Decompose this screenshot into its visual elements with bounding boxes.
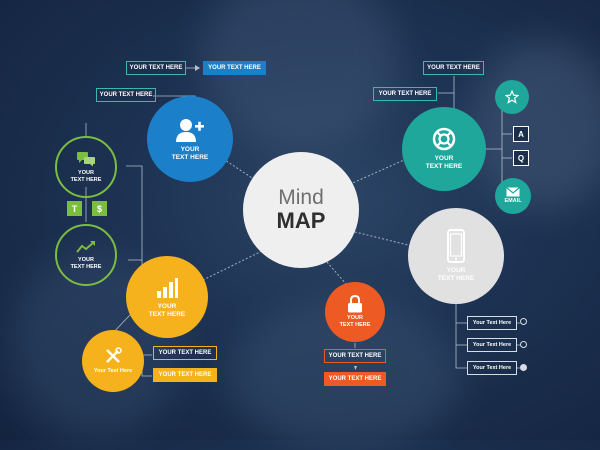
trend-icon	[76, 240, 95, 253]
node-yellow[interactable]: YOUR TEXT HERE	[126, 256, 208, 338]
center-title-line2: MAP	[276, 208, 326, 233]
text-box-orange-filled[interactable]: YOUR TEXT HERE	[324, 372, 386, 386]
center-title-line1: Mind	[278, 186, 324, 209]
radio-option-2[interactable]	[520, 341, 527, 348]
node-green-top-label: YOUR TEXT HERE	[70, 169, 102, 183]
text-box-top-left-1[interactable]: YOUR TEXT HERE	[126, 61, 186, 75]
background-blob	[470, 40, 600, 210]
star-icon	[505, 90, 519, 104]
text-box-top-right-2[interactable]: YOUR TEXT HERE	[373, 87, 437, 101]
node-teal-email[interactable]: EMAIL	[495, 178, 531, 214]
text-box-top-left-2[interactable]: YOUR TEXT HERE	[96, 88, 156, 102]
lifebuoy-icon	[432, 127, 456, 151]
node-orange-label: YOUR TEXT HERE	[339, 315, 371, 328]
smartphone-icon	[447, 229, 465, 263]
chat-icon	[77, 151, 95, 166]
node-blue-label: YOUR TEXT HERE	[171, 145, 209, 161]
letter-q-badge[interactable]: Q	[513, 150, 529, 166]
text-box-orange-outline[interactable]: YOUR TEXT HERE	[324, 349, 386, 363]
letter-dollar-badge[interactable]: $	[92, 201, 107, 216]
node-yellow-small-label: Your Text Here	[93, 368, 133, 374]
text-box-top-right-1[interactable]: YOUR TEXT HERE	[423, 61, 484, 75]
email-icon	[506, 187, 520, 197]
letter-a-badge[interactable]: A	[513, 126, 529, 142]
node-yellow-label: YOUR TEXT HERE	[148, 302, 186, 318]
add-user-icon	[176, 118, 204, 142]
right-list-item-2[interactable]: Your Text Here	[467, 338, 517, 352]
text-box-yellow-outline[interactable]: YOUR TEXT HERE	[153, 346, 217, 360]
bar-chart-icon	[157, 277, 178, 298]
radio-option-3-selected[interactable]	[520, 364, 527, 371]
node-yellow-small[interactable]: Your Text Here	[82, 330, 144, 392]
letter-t-badge[interactable]: T	[67, 201, 82, 216]
node-gray-label: YOUR TEXT HERE	[437, 267, 475, 282]
tools-icon	[106, 347, 122, 363]
node-orange[interactable]: YOUR TEXT HERE	[325, 282, 385, 342]
node-teal-star[interactable]	[495, 80, 529, 114]
node-blue[interactable]: YOUR TEXT HERE	[147, 96, 233, 182]
mind-map-center: Mind MAP	[243, 152, 359, 268]
node-teal[interactable]: YOUR TEXT HERE	[402, 107, 486, 191]
email-label: EMAIL	[504, 198, 522, 204]
node-gray[interactable]: YOUR TEXT HERE	[408, 208, 504, 304]
text-box-yellow-filled[interactable]: YOUR TEXT HERE	[153, 368, 217, 382]
text-box-top-left-filled[interactable]: YOUR TEXT HERE	[203, 61, 266, 75]
node-green-top[interactable]: YOUR TEXT HERE	[55, 136, 117, 198]
radio-option-1[interactable]	[520, 318, 527, 325]
node-teal-label: YOUR TEXT HERE	[425, 155, 463, 170]
right-list-item-1[interactable]: Your Text Here	[467, 316, 517, 330]
node-green-bottom[interactable]: YOUR TEXT HERE	[55, 224, 117, 286]
right-list-item-3[interactable]: Your Text Here	[467, 361, 517, 375]
node-green-bottom-label: YOUR TEXT HERE	[70, 256, 102, 270]
lock-icon	[348, 295, 362, 313]
background-blob	[200, 0, 400, 150]
